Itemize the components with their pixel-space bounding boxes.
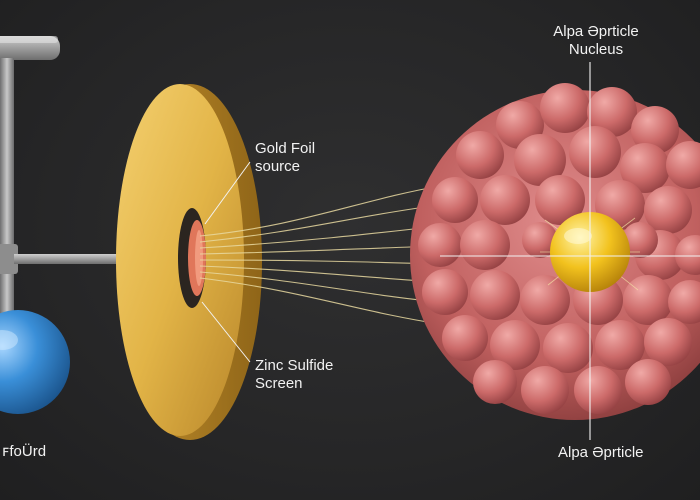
leader-gold-foil (204, 161, 251, 225)
gold-foil-disc (116, 84, 262, 440)
label-zinc-sulfide-screen: Zinc Sulfide Screen (255, 357, 334, 392)
stand-horizontal-rod (14, 254, 144, 264)
stand-joint (0, 244, 18, 274)
ray (199, 277, 441, 325)
ray (199, 204, 441, 243)
label-bottom-left: ꜰfoÜrd (2, 443, 47, 460)
stand-top-cap (0, 36, 58, 43)
label-alpha-particle-bottom: Alpa Əprticle (558, 444, 644, 461)
label-gold-foil-source: Gold Foil source (255, 140, 316, 175)
stand-vertical-rod (0, 58, 14, 388)
apparatus-stand (0, 36, 144, 388)
nucleus-cluster (410, 62, 700, 440)
gold-foil-target-glow (195, 230, 203, 286)
blue-sphere-highlight (0, 330, 18, 350)
ray (199, 185, 441, 237)
ray (199, 271, 441, 303)
leader-zinc-screen (201, 301, 251, 363)
label-alpha-particle-nucleus: Alpa Əprticle Nucleus (553, 23, 639, 58)
blue-sphere (0, 310, 70, 414)
nucleon-balls (418, 83, 700, 414)
